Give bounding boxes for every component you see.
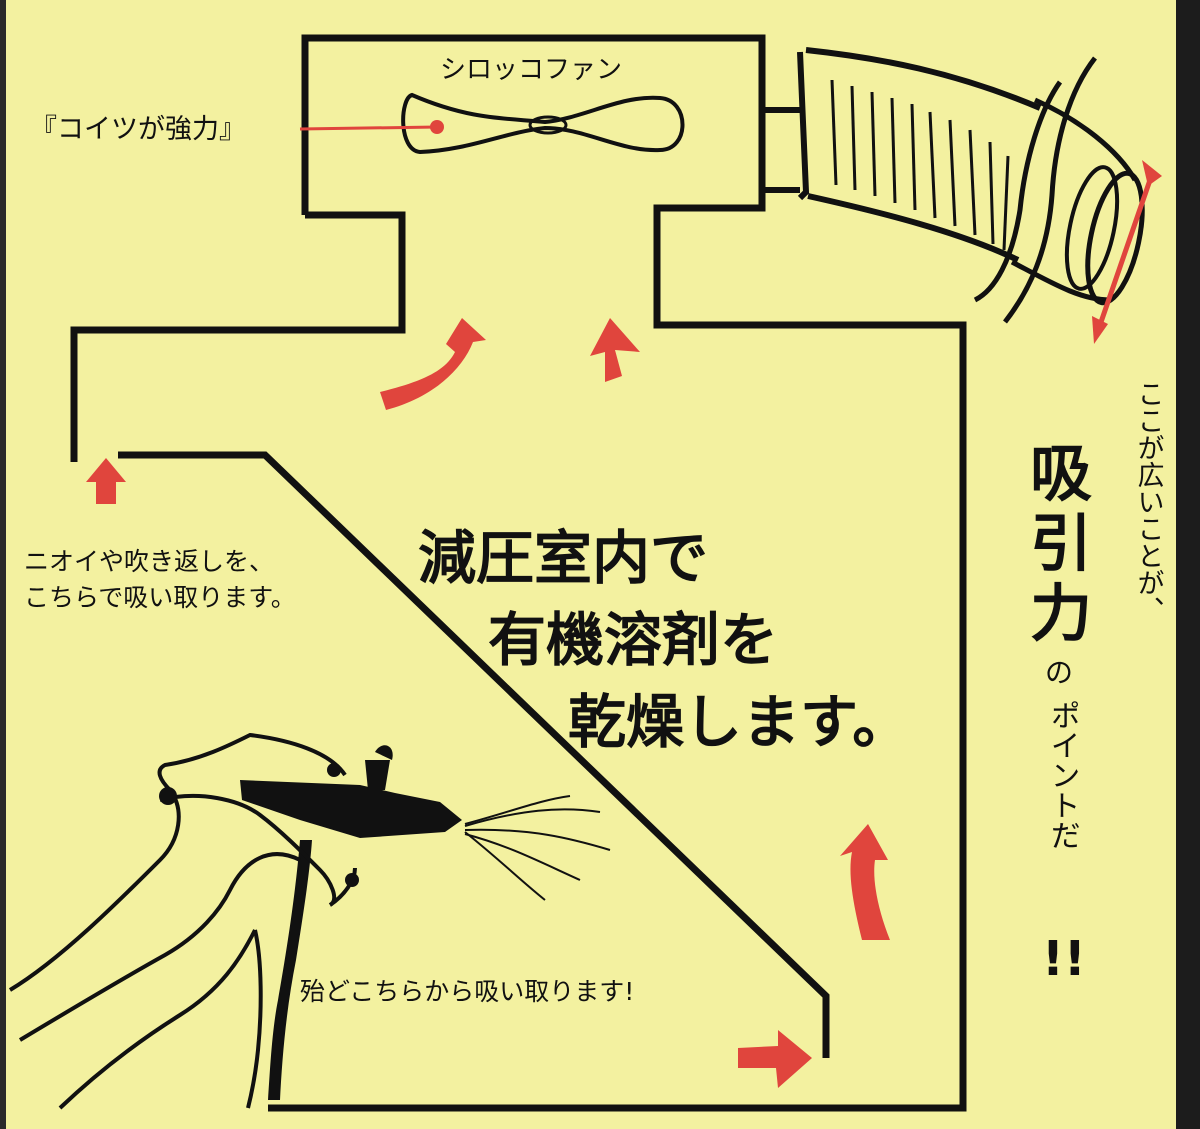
- main-caption-line3: 乾燥します。: [568, 688, 910, 756]
- odor-note-line1: ニオイや吹き返しを、: [24, 547, 274, 576]
- booth-outline-right: [268, 34, 967, 1112]
- side-big-char-2: 引: [1030, 507, 1092, 580]
- side-point-text: ポイントだ: [1045, 700, 1080, 850]
- double-arrow-duct: [1092, 160, 1162, 344]
- side-no-char: の: [1045, 656, 1073, 689]
- arrow-up-right: [590, 318, 640, 382]
- airbrush-hand: [8, 732, 611, 1110]
- airflow-arrows: [86, 160, 1162, 1088]
- filter-panel: [118, 451, 830, 1058]
- arrow-right-bottom: [738, 1030, 812, 1088]
- arrow-curve-bottom: [840, 824, 890, 940]
- side-exclaim: !!: [1042, 931, 1086, 987]
- exhaust-duct: [797, 47, 1145, 324]
- booth-outline-left: [70, 211, 406, 462]
- main-caption-line1: 減圧室内で: [418, 524, 708, 592]
- side-big-char-3: 力: [1030, 577, 1092, 650]
- arrow-curve-center: [380, 318, 486, 410]
- sirocco-fan: [299, 92, 685, 155]
- fan-label: シロッコファン: [440, 55, 622, 85]
- right-dark-edge: [1176, 0, 1200, 1129]
- side-big-char-1: 吸: [1030, 437, 1092, 510]
- main-caption-line2: 有機溶剤を: [488, 606, 778, 674]
- fan-note-label: 『コイツが強力』: [30, 114, 246, 145]
- arrow-up-left: [86, 458, 126, 504]
- paper-background: [6, 0, 1176, 1129]
- odor-note-line2: こちらで吸い取ります。: [24, 583, 296, 612]
- bottom-note: 殆どこちらから吸い取ります!: [300, 977, 634, 1006]
- side-note-small: ここが広いことが、: [1133, 380, 1164, 623]
